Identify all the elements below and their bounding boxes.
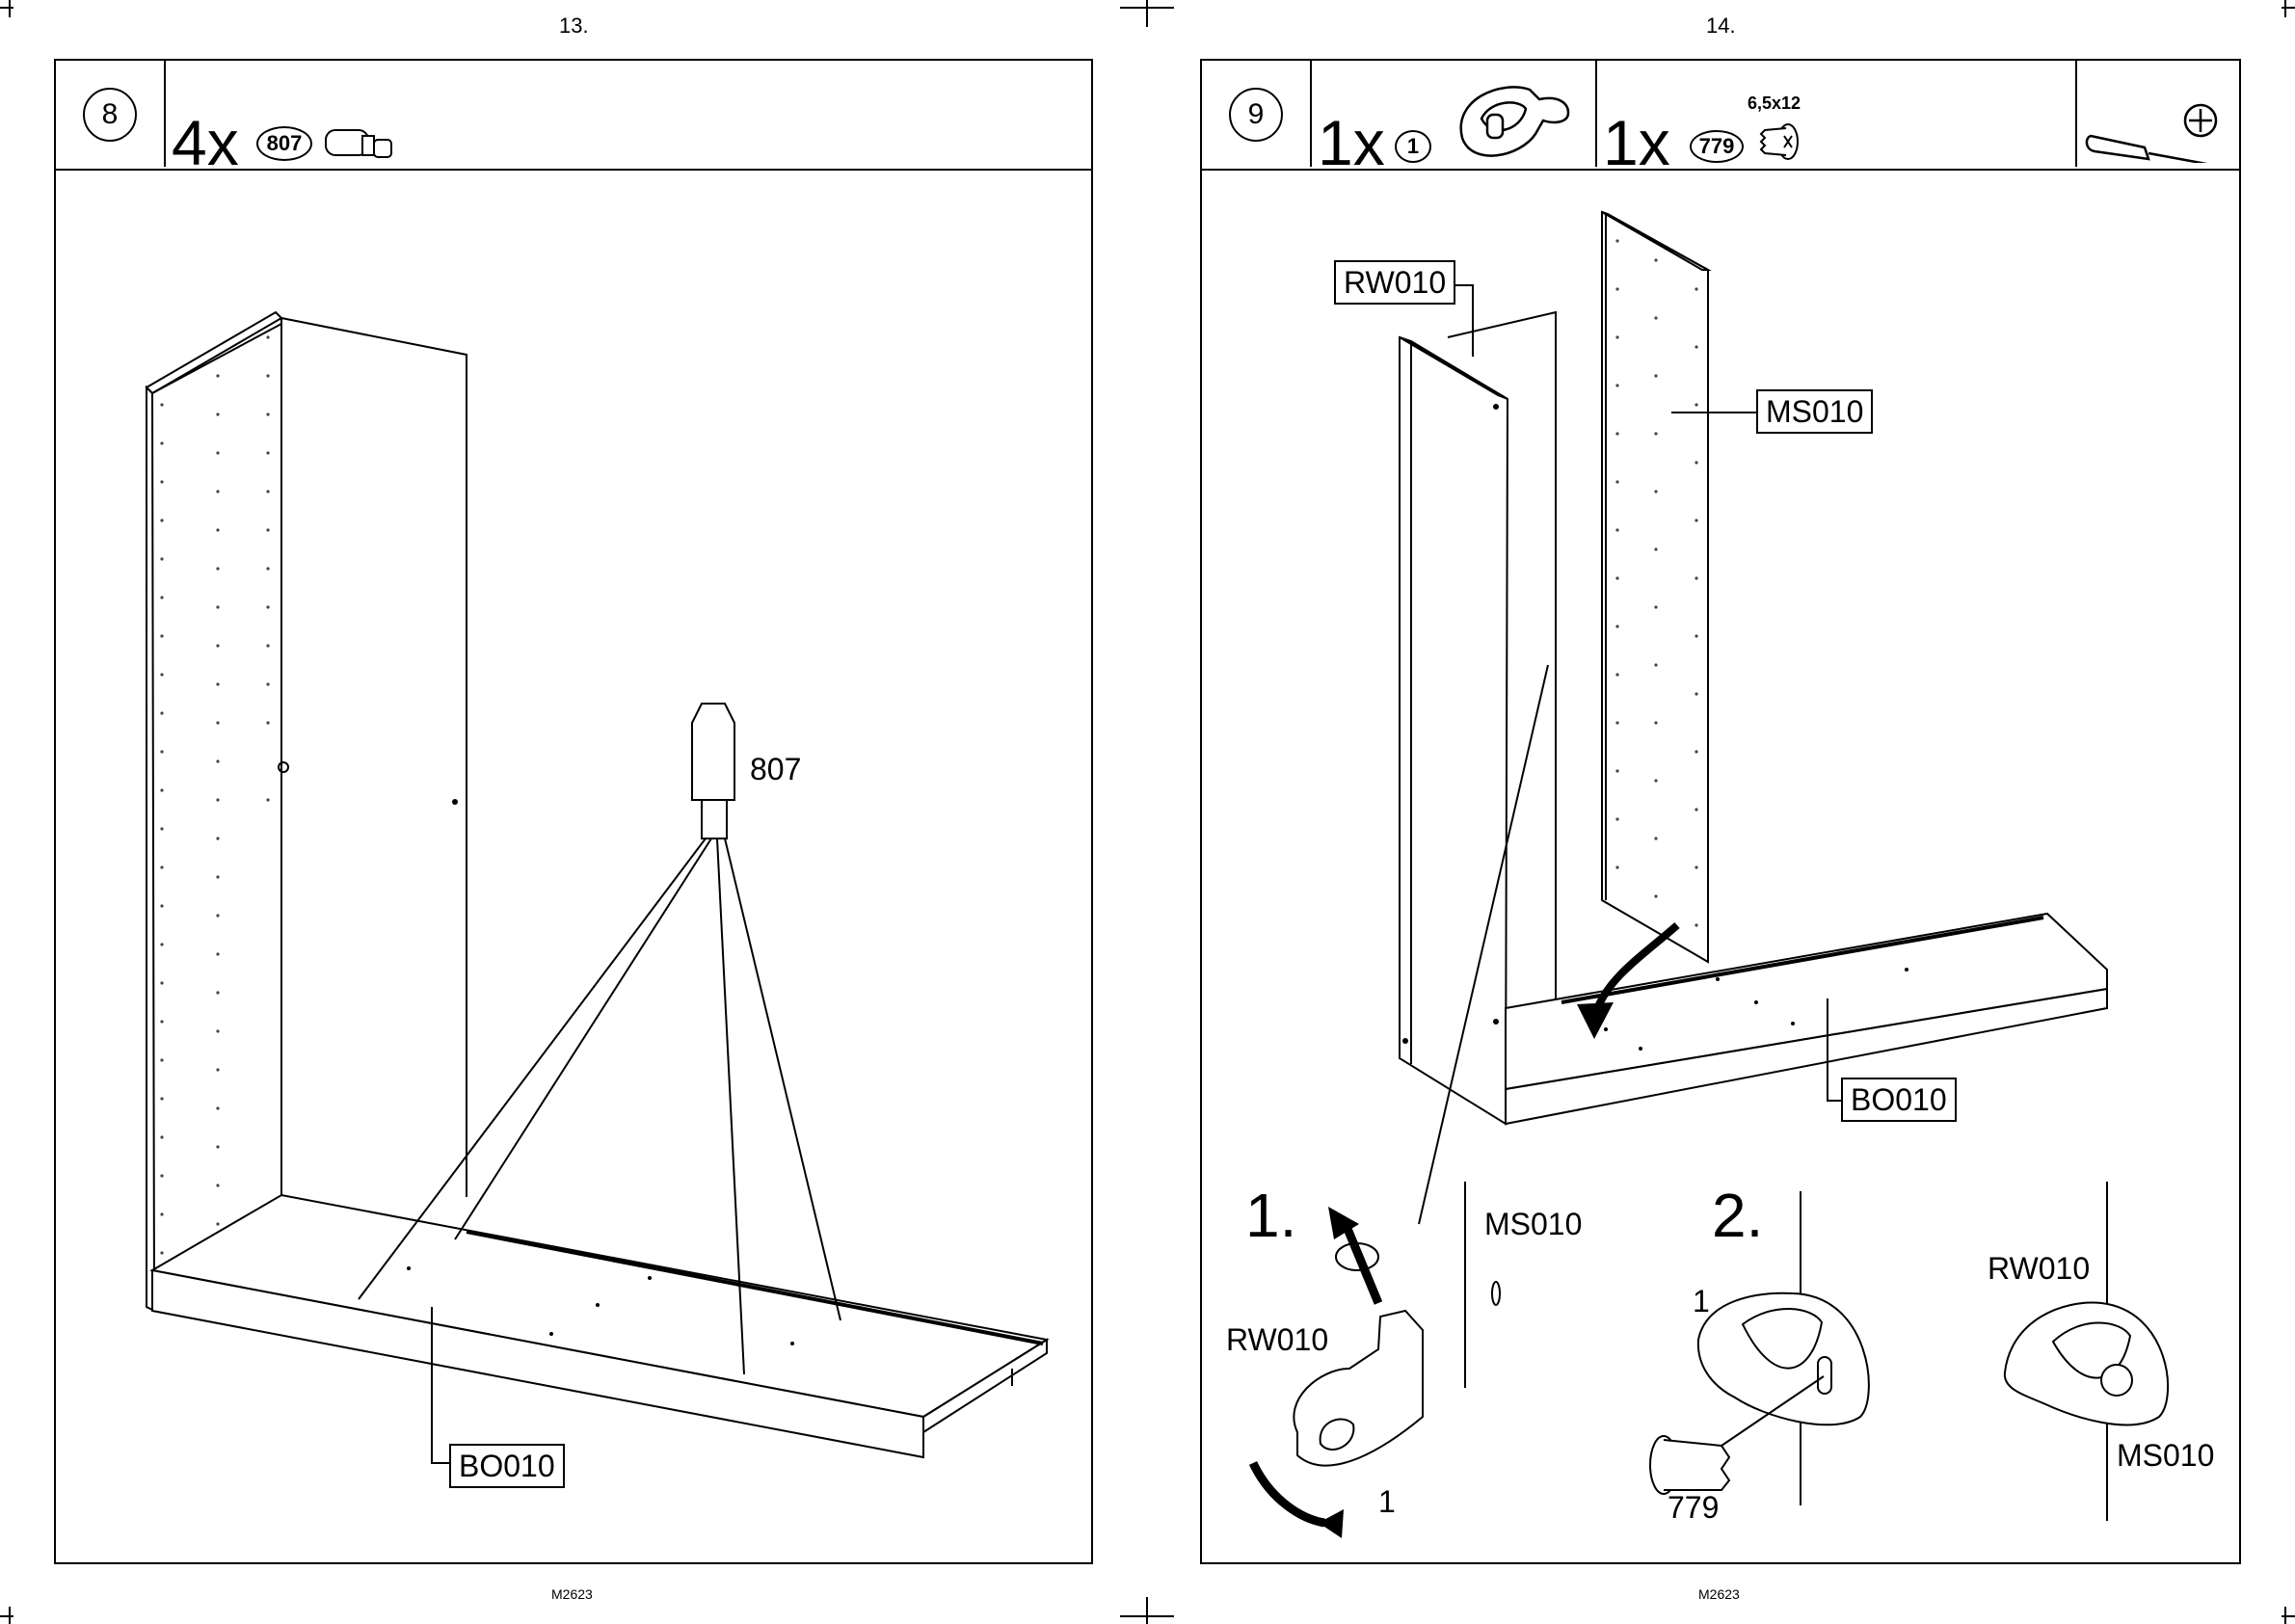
detail-1-rw010-label: RW010 (1226, 1322, 1328, 1358)
back-panel-label: RW010 (1334, 260, 1455, 305)
mid-side-label: MS010 (1756, 389, 1873, 434)
detail-1-ms010-label: MS010 (1484, 1207, 1582, 1242)
detail-2-screw-label: 779 (1668, 1490, 1719, 1526)
bottom-panel-label-right: BO010 (1841, 1078, 1957, 1122)
detail-2-part-label: 1 (1693, 1284, 1710, 1319)
footer-right: M2623 (1698, 1586, 1740, 1602)
detail-2-marker: 2. (1712, 1180, 1763, 1251)
detail-1-marker: 1. (1245, 1180, 1296, 1251)
detail-2-rw010-label: RW010 (1988, 1251, 2090, 1287)
detail-2-ms010-label: MS010 (2117, 1438, 2214, 1474)
detail-1-part-label: 1 (1378, 1484, 1396, 1520)
